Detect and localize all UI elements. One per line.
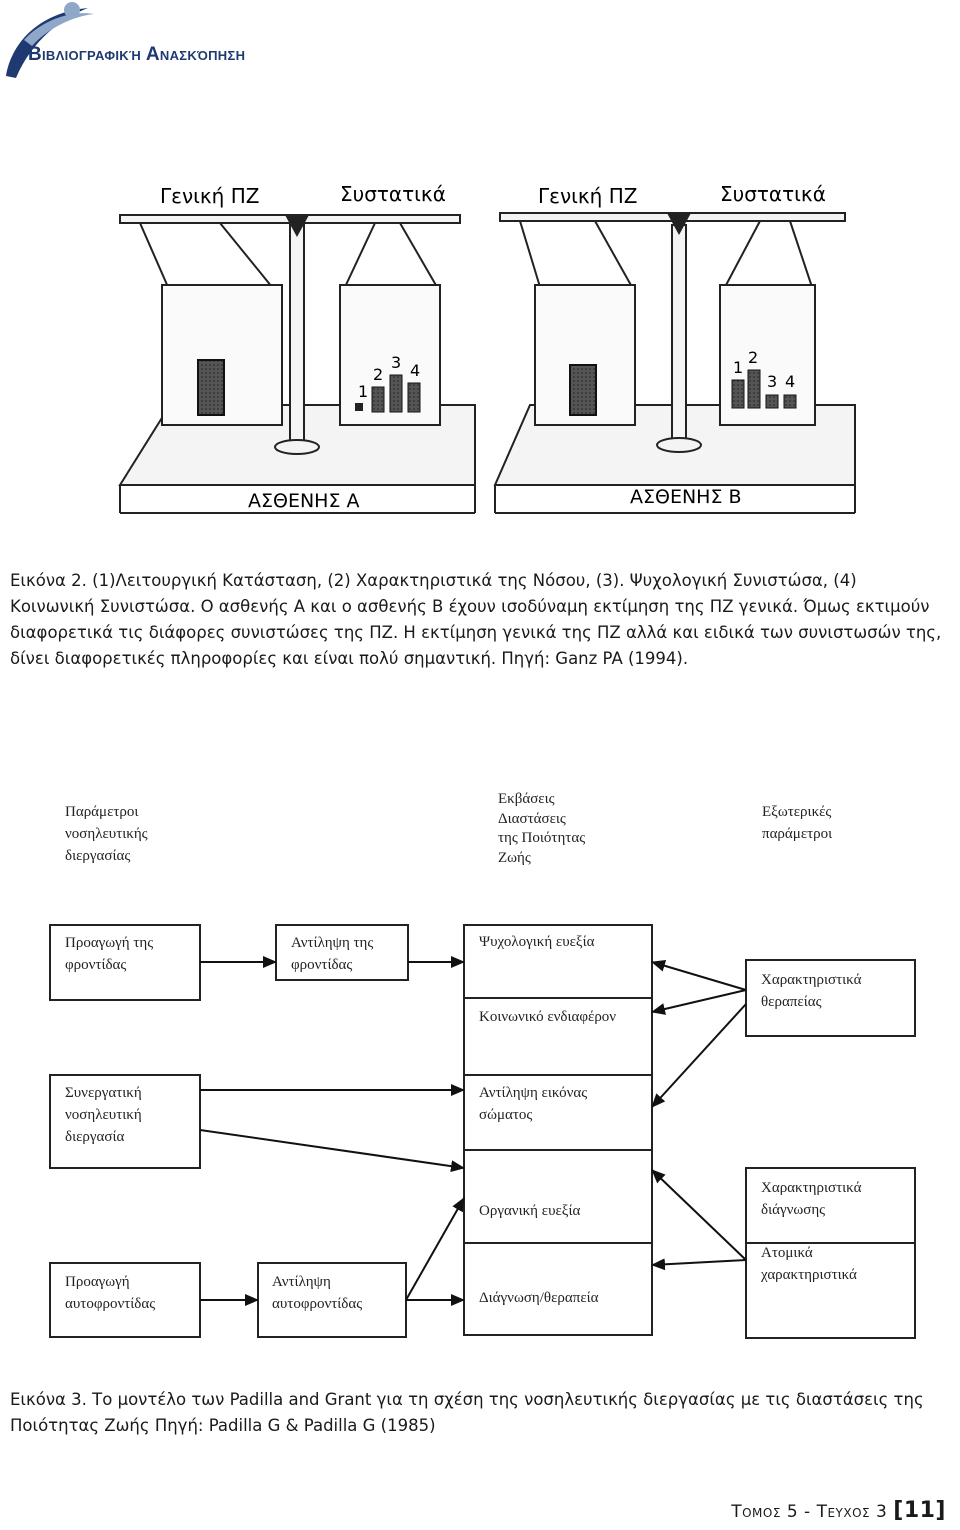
- page-number: [11]: [893, 1498, 946, 1523]
- scale-a-weight-label-2: 2: [373, 365, 383, 384]
- section-title: Βιβλιογραφική Ανασκόπηση: [28, 44, 246, 65]
- volume-issue: Τομος 5 - Τευχος 3: [731, 1502, 888, 1522]
- scale-a-left-label: Γενική ΠΖ: [160, 184, 259, 208]
- box-organic-text: Οργανική ευεξία: [479, 1203, 581, 1219]
- header-nursing-params: Παράμετροι νοσηλευτικής διεργασίας: [65, 804, 148, 864]
- scale-b-patient-label: ΑΣΘΕΝΗΣ Β: [630, 486, 742, 508]
- figure3-diagram: [49, 924, 916, 1339]
- scale-b: 1 2 3 4 Γενική ΠΖ Συστατικά ΑΣΘΕΝΗΣ Β: [493, 182, 856, 514]
- journal-logo: [6, 2, 94, 78]
- scale-b-weight-3: [765, 394, 779, 409]
- arrow-therapy-to-body: [651, 1003, 747, 1108]
- header-outcomes: Εκβάσεις Διαστάσεις της Ποιότητας Ζωής: [498, 791, 586, 866]
- scale-a-weight-2: [371, 386, 385, 413]
- scale-b-weight-2: [747, 369, 761, 409]
- figure3-caption-text: Το μοντέλο των Padilla and Grant για τη …: [10, 1390, 924, 1435]
- box-coop: [49, 1074, 201, 1169]
- box-therapy-char: [745, 959, 916, 1037]
- arrow-coop-to-organic: [199, 1129, 465, 1173]
- scale-b-weight-label-2: 2: [748, 348, 758, 367]
- header-external-params: Εξωτερικές παράμετροι: [762, 804, 833, 842]
- scale-a: 1 2 3 4 Γενική ΠΖ Συστατικά ΑΣΘΕΝΗΣ Α: [118, 182, 476, 514]
- scale-a-right-label: Συστατικά: [340, 182, 446, 206]
- arrow-therapy-to-social: [651, 989, 747, 1015]
- arrow-individual-to-diag: [651, 1258, 747, 1271]
- scale-b-weight-label-1: 1: [733, 358, 743, 377]
- scale-b-right-label: Συστατικά: [720, 182, 826, 206]
- figure2-caption: Εικόνα 2. (1)Λειτουργική Κατάσταση, (2) …: [10, 568, 945, 672]
- scale-a-weight-label-3: 3: [391, 353, 401, 372]
- scale-b-weight-4: [783, 394, 797, 409]
- page-footer: Τομος 5 - Τευχος 3 [11]: [731, 1498, 946, 1523]
- box-perception-care: [275, 924, 409, 981]
- scale-a-weight-4: [407, 382, 421, 413]
- scale-a-general-weight: [197, 359, 225, 416]
- scale-b-weight-label-4: 4: [785, 372, 795, 391]
- figure3-caption-label: Εικόνα 3.: [10, 1390, 87, 1409]
- arrow-diag-to-organic: [651, 1169, 747, 1261]
- arrow-perceptionself-to-organic: [405, 1197, 465, 1301]
- scale-a-weight-1: [355, 403, 363, 411]
- scale-b-weight-1: [731, 379, 745, 409]
- scale-a-weight-label-1: 1: [358, 382, 368, 401]
- box-outcomes-column: [463, 924, 653, 1336]
- figure2-caption-label: Εικόνα 2.: [10, 571, 87, 590]
- scale-b-left-label: Γενική ΠΖ: [538, 184, 637, 208]
- scale-b-general-weight: [569, 364, 597, 416]
- scale-b-weight-label-3: 3: [767, 372, 777, 391]
- box-external-lower: [745, 1167, 916, 1339]
- figure2-caption-text: (1)Λειτουργική Κατάσταση, (2) Χαρακτηρισ…: [10, 571, 942, 668]
- scale-a-pillar: [289, 224, 305, 446]
- box-social-text: Κοινωνικό ενδιαφέρον: [479, 1009, 617, 1025]
- box-diag-therapy-text: Διάγνωση/θεραπεία: [479, 1290, 599, 1306]
- scale-a-weight-label-4: 4: [410, 361, 420, 380]
- arrow-therapy-to-psych: [651, 959, 747, 991]
- figure3-caption: Εικόνα 3. Το μοντέλο των Padilla and Gra…: [10, 1387, 945, 1439]
- box-psych-text: Ψυχολογική ευεξία: [479, 934, 595, 950]
- scale-b-pillar: [671, 224, 687, 446]
- figure2-scales: 1 2 3 4 Γενική ΠΖ Συστατικά ΑΣΘΕΝΗΣ Α 1 …: [118, 182, 856, 514]
- scale-a-weight-3: [389, 374, 403, 413]
- scale-a-patient-label: ΑΣΘΕΝΗΣ Α: [248, 490, 360, 512]
